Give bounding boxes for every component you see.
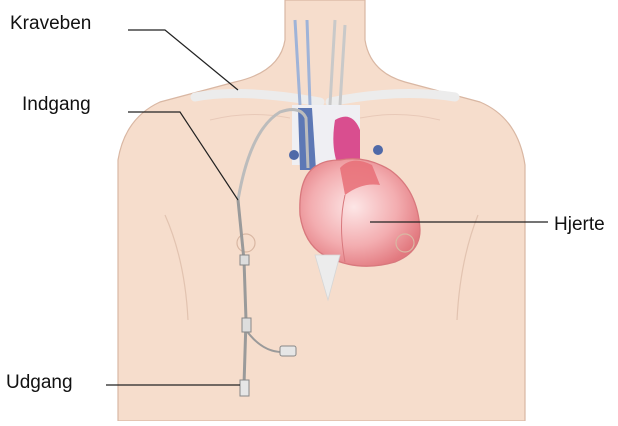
label-udgang: Udgang <box>6 373 73 392</box>
connector-lower <box>240 380 249 396</box>
connector-middle <box>242 318 251 332</box>
connector-side <box>280 346 296 356</box>
label-indgang: Indgang <box>22 95 91 114</box>
leader-kraveben <box>128 30 238 90</box>
connector-upper <box>240 255 249 265</box>
label-hjerte: Hjerte <box>554 215 605 234</box>
vein-node-left <box>289 150 299 160</box>
label-kraveben: Kraveben <box>10 14 91 33</box>
vein-node-right <box>373 145 383 155</box>
